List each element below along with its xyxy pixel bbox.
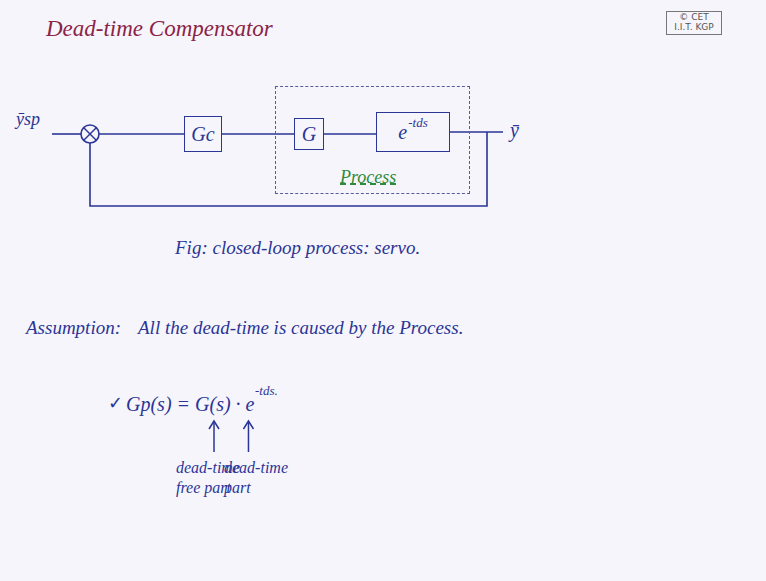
input-wire [52,133,81,135]
block-label: e [398,121,407,144]
signal-connector [222,133,294,135]
output-wire [449,131,503,133]
assumption-heading: Assumption: [26,316,121,340]
block-label: G [302,123,316,146]
exponent: -tds. [255,383,278,399]
pointer-arrow [213,422,215,452]
superscript-text: -tds [408,115,428,131]
watermark: © CET I.I.T. KGP [666,11,722,35]
output-signal: ȳ [510,118,519,143]
equation: Gp(s) = G(s) · e [126,392,254,417]
group-label: Process [340,167,533,188]
annotation: dead-time part [224,458,302,498]
junction-cross [84,128,96,140]
block-label: Gc [191,123,214,146]
assumption-text: All the dead-time is caused by the Proce… [138,316,468,340]
summing-junction [81,125,99,143]
pointer-arrowhead [243,421,253,429]
diagram-title: Dead-time Compensator [46,16,273,42]
process-box: G [294,118,324,150]
process-group: ProcessGe-tds [275,86,470,194]
signal-connector [324,133,376,135]
controller-box: Gc [184,116,222,152]
check-mark: ✓ [108,392,123,415]
input-signal: ȳsp [16,108,40,131]
junction-cross [84,128,96,140]
feedback-wire [90,132,487,206]
figure-caption: Fig: closed-loop process: servo. [175,236,420,260]
pointer-arrow [248,422,250,452]
error-wire [99,133,184,135]
pointer-arrowhead [209,421,219,429]
dead-time-box: e-tds [376,112,450,152]
